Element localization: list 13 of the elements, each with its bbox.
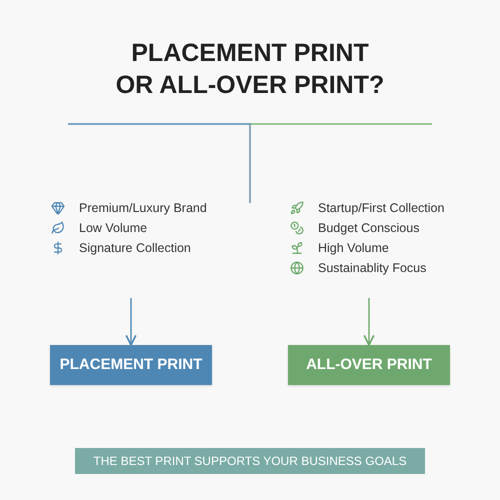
arrow — [125, 298, 137, 346]
criterion-text: Budget Conscious — [318, 220, 420, 236]
criterion-text: Low Volume — [79, 220, 148, 236]
criterion-text: Premium/Luxury Brand — [79, 200, 207, 216]
criterion-text: Signature Collection — [79, 240, 191, 256]
result-box: PLACEMENT PRINT — [50, 345, 212, 385]
criterion-text: High Volume — [318, 240, 389, 256]
criterion-text: Startup/First Collection — [318, 200, 444, 216]
arrow — [363, 298, 375, 346]
criterion-text: Sustainablity Focus — [318, 260, 426, 276]
conclusion-banner: THE BEST PRINT SUPPORTS YOUR BUSINESS GOALS — [75, 448, 425, 474]
result-box: ALL-OVER PRINT — [288, 345, 450, 385]
title-heading: PLACEMENT PRINT OR ALL-OVER PRINT? — [114, 38, 386, 101]
